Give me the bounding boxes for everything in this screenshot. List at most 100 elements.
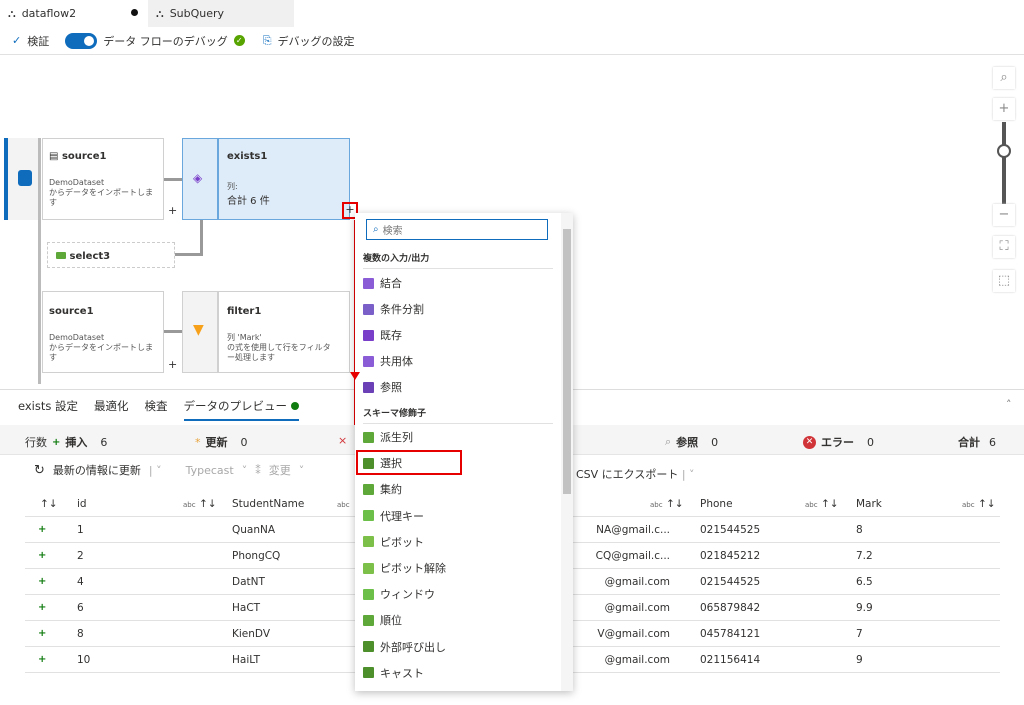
select-mode-icon[interactable]: ⬚ <box>993 270 1015 292</box>
update-count: 0 <box>240 435 248 449</box>
menu-item[interactable]: 結合 <box>363 273 402 293</box>
cell-studentname: HaiLT <box>232 654 261 666</box>
lookup-count: 0 <box>711 435 719 449</box>
exists-icon-box: ◈ <box>182 138 218 220</box>
panel-tabs: exists 設定 最適化 検査 データのプレビュー <box>18 398 299 421</box>
scrollbar-thumb[interactable] <box>563 229 571 494</box>
search-icon[interactable]: ⌕ <box>993 67 1015 89</box>
search-icon: ⌕ <box>373 224 379 235</box>
add-transform-button[interactable]: + <box>168 358 178 371</box>
modify-button[interactable]: 変更 <box>268 464 291 477</box>
transform-icon <box>363 510 374 522</box>
insert-marker-icon: + <box>38 550 47 561</box>
collapse-chevron-icon[interactable]: ˄ <box>1006 398 1012 411</box>
search-input[interactable]: ⌕検索 <box>366 219 548 240</box>
status-ok-icon: ✓ <box>233 35 245 46</box>
menu-item[interactable]: 条件分割 <box>363 299 424 319</box>
node-exists1[interactable]: exists1 列: 合計 6 件 <box>218 138 350 220</box>
tab-subquery[interactable]: ⛬SubQuery <box>148 0 294 27</box>
node-select3[interactable]: select3 <box>47 242 175 268</box>
zoom-slider-handle[interactable] <box>997 144 1011 158</box>
transform-icon <box>363 667 374 679</box>
add-transform-button[interactable]: + <box>168 204 178 217</box>
node-filter1[interactable]: filter1 列 'Mark'の式を使用して行をフィルター処理します <box>218 291 350 373</box>
highlight-box <box>356 450 462 475</box>
typecast-button[interactable]: Typecast <box>185 463 234 477</box>
cell-phone: 065879842 <box>700 602 761 614</box>
debug-toggle[interactable] <box>65 32 98 49</box>
refresh-dropdown-chevron-icon[interactable]: | ˅ <box>148 463 162 477</box>
menu-item[interactable]: 外部呼び出し <box>363 637 446 657</box>
menu-item[interactable]: 選択 <box>363 453 402 473</box>
chevron-down-icon: ˅ <box>298 463 305 477</box>
filter-icon: ▼ <box>193 322 204 338</box>
menu-item[interactable]: キャスト <box>363 663 424 683</box>
delete-icon: × <box>338 434 348 447</box>
menu-item[interactable]: 参照 <box>363 377 402 397</box>
menu-item[interactable]: ピボット <box>363 532 424 552</box>
transform-icon <box>363 277 374 289</box>
cell-email: @gmail.com <box>604 576 670 588</box>
tab-dataflow2[interactable]: ⛬dataflow2 <box>0 0 148 27</box>
add-transform-button-highlighted[interactable]: + <box>342 202 358 219</box>
zoom-in-button[interactable]: + <box>993 98 1015 120</box>
menu-item[interactable]: ウィンドウ <box>363 584 435 604</box>
type-label: abc <box>962 501 975 509</box>
export-csv-button[interactable]: CSV にエクスポート | ˅ <box>576 468 695 481</box>
sort-icon[interactable]: ↑↓ <box>198 498 217 510</box>
transform-icon <box>363 641 374 653</box>
section-header: スキーマ修飾子 <box>363 406 553 424</box>
zoom-out-button[interactable]: − <box>993 204 1015 226</box>
menu-item[interactable]: 代理キー <box>363 506 424 526</box>
insert-icon: + <box>52 436 61 448</box>
transform-menu: ⌕検索 複数の入力/出力 結合条件分割既存共用体参照派生列選択集約代理キーピボッ… <box>355 213 573 691</box>
connector-line <box>38 138 41 384</box>
cell-mark: 9 <box>856 654 863 666</box>
column-id[interactable]: id <box>77 498 87 510</box>
sort-icon[interactable]: ↑↓ <box>977 498 996 510</box>
menu-item[interactable]: ピボット解除 <box>363 558 446 578</box>
dataflow-icon: ⛬ <box>8 6 16 20</box>
column-studentname[interactable]: StudentName <box>232 498 305 510</box>
tab-optimize[interactable]: 最適化 <box>94 399 129 413</box>
transform-icon <box>363 329 374 341</box>
tab-exists-settings[interactable]: exists 設定 <box>18 399 79 413</box>
insert-marker-icon: + <box>38 602 47 613</box>
total-count: 6 <box>989 435 996 449</box>
column-phone[interactable]: Phone <box>700 498 733 510</box>
column-mark[interactable]: Mark <box>856 498 882 510</box>
debug-settings-button[interactable]: デバッグの設定 <box>277 34 355 48</box>
menu-item[interactable]: 共用体 <box>363 351 413 371</box>
zoom-slider[interactable] <box>1002 122 1006 204</box>
cell-email: @gmail.com <box>604 602 670 614</box>
menu-item[interactable]: 順位 <box>363 610 402 630</box>
menu-item[interactable]: 既存 <box>363 325 402 345</box>
cell-mark: 7.2 <box>856 550 873 562</box>
insert-marker-icon: + <box>38 654 47 665</box>
cell-studentname: DatNT <box>232 576 265 588</box>
tab-inspect[interactable]: 検査 <box>144 399 168 413</box>
source-group-handle[interactable] <box>4 138 40 220</box>
debug-label: データ フローのデバッグ <box>103 34 228 48</box>
validate-button[interactable]: 検証 <box>27 34 50 48</box>
tab-data-preview[interactable]: データのプレビュー <box>183 398 299 421</box>
menu-item[interactable]: 派生列 <box>363 427 413 447</box>
sort-icon[interactable]: ↑↓ <box>40 498 58 510</box>
fit-view-icon[interactable]: ⛶ <box>993 236 1015 258</box>
cell-email: NA@gmail.c... <box>596 524 670 536</box>
type-label: abc <box>650 501 663 509</box>
debug-settings-icon: ⎘ <box>262 33 272 47</box>
sort-icon[interactable]: ↑↓ <box>820 498 839 510</box>
lookup-label: 参照 <box>676 436 699 449</box>
cell-phone: 045784121 <box>700 628 761 640</box>
menu-scrollbar[interactable] <box>561 213 573 691</box>
lookup-icon: ⌕ <box>665 435 672 448</box>
filter-icon-box: ▼ <box>182 291 218 373</box>
menu-item[interactable]: 集約 <box>363 479 402 499</box>
insert-marker-icon: + <box>38 524 47 535</box>
toolbar: ✓検証 データ フローのデバッグ ✓ ⎘デバッグの設定 <box>0 27 1024 55</box>
sort-icon[interactable]: ↑↓ <box>665 498 684 510</box>
refresh-button[interactable]: 最新の情報に更新 <box>52 464 141 477</box>
